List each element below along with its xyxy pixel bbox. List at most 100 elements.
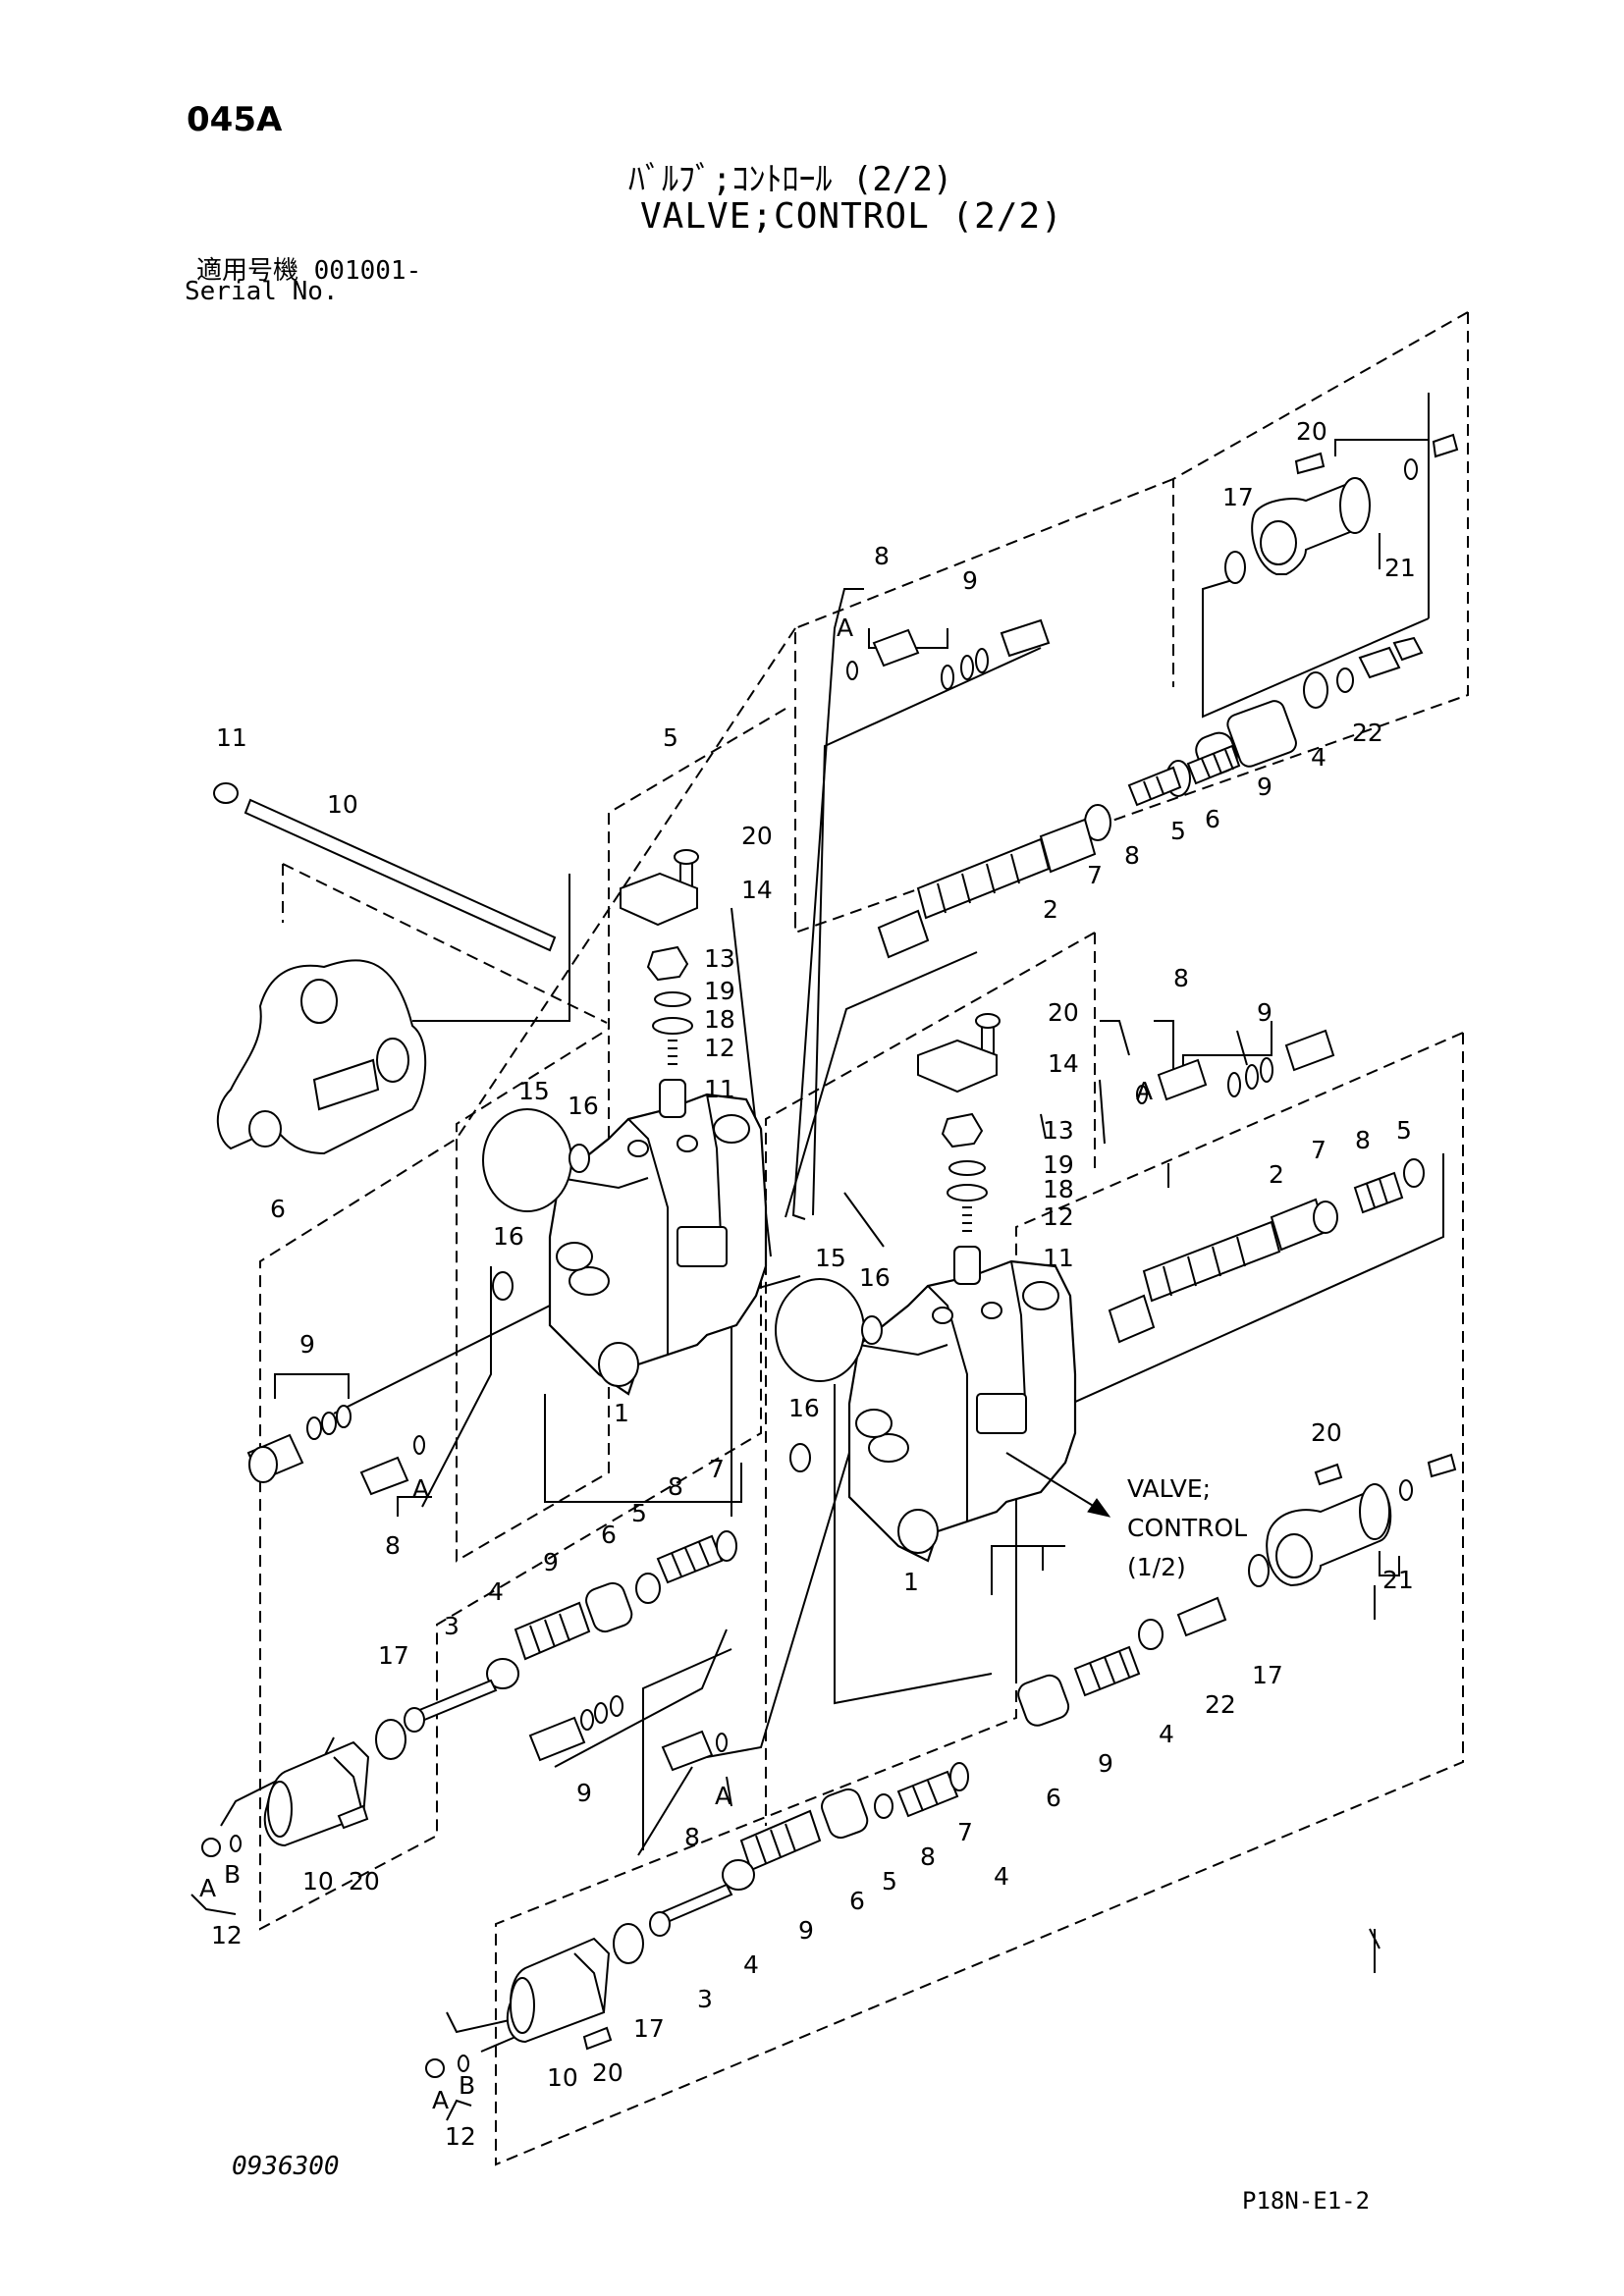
part-label-5c: 5	[631, 1499, 647, 1527]
part-label-14: 14	[741, 876, 773, 904]
part-label-6: 6	[1205, 805, 1220, 833]
part-label-21: 21	[1384, 554, 1416, 582]
part-label-5: 5	[1170, 817, 1186, 845]
part-label-12b: 12	[211, 1921, 243, 1949]
part-label-9d: 9	[543, 1548, 559, 1576]
part-label-4c: 4	[1159, 1720, 1174, 1748]
part-label-20: 20	[1296, 417, 1327, 446]
springs-upper-spool	[1084, 700, 1297, 841]
part-label-3b: 3	[697, 1985, 713, 2013]
part-number-labels: 20 17 21 8 9 22 4 9 6 5 8 7 2 11 10 5 20…	[211, 417, 1416, 2151]
valve-body-lower	[847, 1259, 1077, 1563]
mounting-bracket	[216, 959, 427, 1155]
springs-lower-right	[1017, 1645, 1141, 1727]
part-label-8h: 8	[920, 1842, 936, 1871]
boundary-upper-spool-section	[259, 627, 796, 1931]
lower-relief-stack	[917, 1013, 1001, 1285]
page-reference: P18N-E1-2	[1242, 2187, 1371, 2215]
letter-a-left: A	[412, 1474, 429, 1503]
solenoid-lower-right	[1138, 1453, 1457, 1650]
letter-b-solenoid-upper: B	[224, 1860, 241, 1889]
part-label-14b: 14	[1048, 1049, 1079, 1078]
part-label-9b: 9	[1257, 773, 1272, 801]
part-label-9h: 9	[798, 1916, 814, 1945]
title-english: VALVE;CONTROL (2/2)	[640, 196, 1063, 237]
tie-rod-shaft	[213, 782, 557, 952]
part-label-3: 3	[444, 1612, 460, 1640]
valve-ref-line1: VALVE;	[1127, 1474, 1211, 1503]
part-label-20e: 20	[1311, 1418, 1342, 1447]
part-label-19b: 19	[1043, 1150, 1074, 1179]
spool-lower	[1108, 1158, 1425, 1344]
part-label-8c: 8	[385, 1531, 401, 1560]
oring-seals-upper	[482, 1108, 590, 1301]
part-label-17b: 17	[378, 1641, 409, 1670]
springs-upper-left	[375, 1530, 737, 1760]
part-label-5e: 5	[882, 1867, 897, 1896]
part-label-17c: 17	[1252, 1661, 1283, 1689]
part-label-12c: 12	[1043, 1202, 1074, 1231]
part-label-4: 4	[1311, 743, 1326, 772]
serial-label-english: Serial No.	[185, 277, 339, 306]
part-label-6e: 6	[849, 1887, 865, 1915]
part-label-6c: 6	[601, 1521, 617, 1549]
part-label-12d: 12	[445, 2122, 476, 2151]
part-label-16: 16	[568, 1092, 599, 1120]
part-label-11: 11	[216, 723, 247, 752]
part-label-12: 12	[704, 1034, 735, 1062]
solenoid-left-upper	[201, 1740, 370, 1857]
page-code: 045A	[187, 100, 283, 139]
valve-ref-line2: CONTROL	[1127, 1514, 1247, 1542]
valve-body-upper	[548, 1093, 768, 1396]
part-label-9c: 9	[299, 1330, 315, 1359]
solenoid-upper-right	[1224, 433, 1459, 584]
part-label-1: 1	[614, 1399, 629, 1427]
part-label-22b: 22	[1205, 1690, 1236, 1719]
part-label-19: 19	[704, 977, 735, 1005]
plugs-left-upper	[246, 1405, 425, 1496]
part-label-11c: 11	[1043, 1244, 1074, 1272]
boundary-section-5	[456, 708, 786, 1563]
part-label-10c: 10	[547, 2063, 578, 2092]
part-label-2b: 2	[1269, 1160, 1284, 1189]
drawing-number: 0936300	[232, 2152, 340, 2181]
letter-a-right: A	[1136, 1077, 1153, 1105]
part-label-9g: 9	[1098, 1749, 1113, 1778]
part-label-9e: 9	[576, 1779, 592, 1807]
part-label-4e: 4	[994, 1862, 1009, 1891]
letter-a-lower: A	[715, 1782, 731, 1810]
part-label-8: 8	[874, 542, 890, 570]
boundary-left-bracket	[282, 863, 608, 1024]
part-label-4d: 4	[743, 1950, 759, 1979]
oring-seals-lower	[775, 1278, 883, 1472]
part-label-1b: 1	[903, 1568, 919, 1596]
part-label-20b: 20	[741, 822, 773, 850]
part-label-8e: 8	[684, 1823, 700, 1851]
serial-label-japanese: 適用号機 001001-	[196, 256, 422, 286]
part-label-10: 10	[327, 790, 358, 819]
part-label-20f: 20	[592, 2058, 623, 2087]
part-label-13b: 13	[1043, 1116, 1074, 1145]
part-label-6d: 6	[1046, 1784, 1061, 1812]
letter-a-upper: A	[837, 614, 853, 642]
part-label-7c: 7	[1311, 1136, 1326, 1164]
part-label-8b: 8	[1124, 841, 1140, 870]
letter-a-solenoid-upper: A	[199, 1874, 216, 1902]
part-label-16d: 16	[788, 1394, 820, 1422]
letter-b-solenoid-lower: B	[459, 2071, 475, 2100]
part-label-7d: 7	[957, 1818, 973, 1846]
part-label-20d: 20	[1048, 998, 1079, 1027]
part-label-7b: 7	[709, 1455, 725, 1483]
reference-arrow	[1005, 1452, 1111, 1518]
boundary-lower-spool-section	[765, 932, 1096, 1826]
part-label-20c: 20	[349, 1867, 380, 1896]
part-label-2: 2	[1043, 895, 1058, 924]
part-label-6b: 6	[270, 1195, 286, 1223]
part-label-17: 17	[1222, 483, 1254, 511]
plugs-lower-top	[1136, 1029, 1335, 1104]
part-label-5d: 5	[1396, 1116, 1412, 1145]
part-label-18: 18	[704, 1005, 735, 1034]
part-label-21b: 21	[1382, 1566, 1414, 1594]
part-label-15b: 15	[815, 1244, 846, 1272]
